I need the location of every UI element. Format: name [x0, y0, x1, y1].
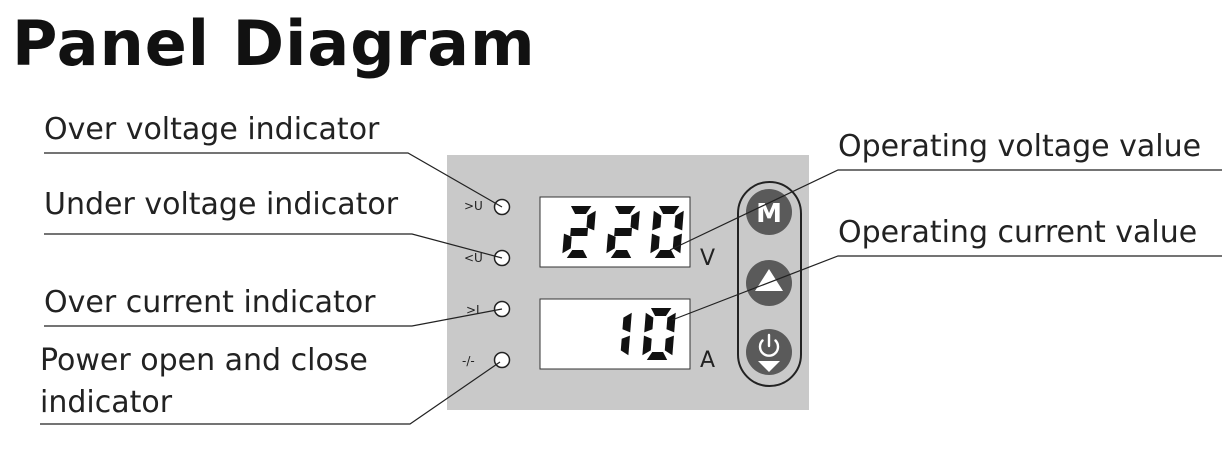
current-digit-2-segment-c — [664, 335, 674, 356]
voltage-digit-2-segment-e — [606, 233, 616, 254]
indicator-label-power: -/- — [462, 354, 475, 368]
current-unit: A — [700, 348, 715, 373]
power-down-button[interactable] — [746, 329, 792, 375]
label-power-line1: Power open and close — [40, 343, 368, 378]
voltage-digit-3-segment-a — [658, 206, 680, 214]
current-digit-2-segment-f — [644, 312, 654, 333]
leader-operating-current — [671, 255, 1222, 321]
voltage-digits — [562, 206, 684, 258]
voltage-digit-3-segment-e — [650, 233, 660, 254]
leader-operating-voltage — [669, 169, 1222, 251]
voltage-digit-2-segment-g — [614, 228, 632, 236]
indicator-label-under-voltage: <U — [464, 251, 483, 265]
current-digit-2-segment-d — [646, 352, 668, 360]
voltage-digit-3-segment-f — [652, 210, 662, 231]
page-title: Panel Diagram — [12, 7, 536, 80]
label-over-voltage: Over voltage indicator — [44, 112, 380, 147]
mode-button-label: M — [756, 199, 782, 229]
current-digit-1-segment-c — [620, 335, 630, 356]
label-over-current: Over current indicator — [44, 285, 376, 320]
indicator-label-over-voltage: >U — [464, 199, 483, 213]
voltage-digit-1-segment-d — [566, 250, 588, 258]
voltage-digit-3-segment-b — [674, 210, 684, 231]
voltage-digit-3-segment-c — [672, 233, 682, 254]
leader-over-current — [44, 308, 503, 327]
voltage-digit-1-segment-e — [562, 233, 572, 254]
voltage-digit-1-segment-g — [570, 228, 588, 236]
current-digit-2-segment-b — [666, 312, 676, 333]
power-icon — [758, 333, 780, 357]
leader-over-voltage — [44, 152, 503, 208]
voltage-digit-2-segment-d — [610, 250, 632, 258]
label-under-voltage: Under voltage indicator — [44, 187, 399, 222]
mode-button[interactable]: M — [746, 189, 792, 235]
label-operating-current: Operating current value — [838, 215, 1198, 250]
label-power-line2: indicator — [40, 385, 173, 420]
button-bezel — [737, 181, 802, 387]
current-digit-2-segment-e — [642, 335, 652, 356]
voltage-digit-1-segment-b — [586, 210, 596, 231]
voltage-digit-3-segment-d — [654, 250, 676, 258]
voltage-digit-2-segment-b — [630, 210, 640, 231]
current-digits — [620, 308, 676, 360]
down-triangle-icon — [758, 361, 780, 372]
label-operating-voltage: Operating voltage value — [838, 129, 1202, 164]
current-digit-1-segment-b — [622, 312, 632, 333]
voltage-unit: V — [700, 246, 715, 271]
power-led — [493, 351, 511, 369]
current-digit-2-segment-a — [650, 308, 672, 316]
leader-under-voltage — [44, 233, 503, 259]
voltage-digit-2-segment-a — [614, 206, 636, 214]
leader-power — [40, 361, 501, 425]
voltage-digit-1-segment-a — [570, 206, 592, 214]
